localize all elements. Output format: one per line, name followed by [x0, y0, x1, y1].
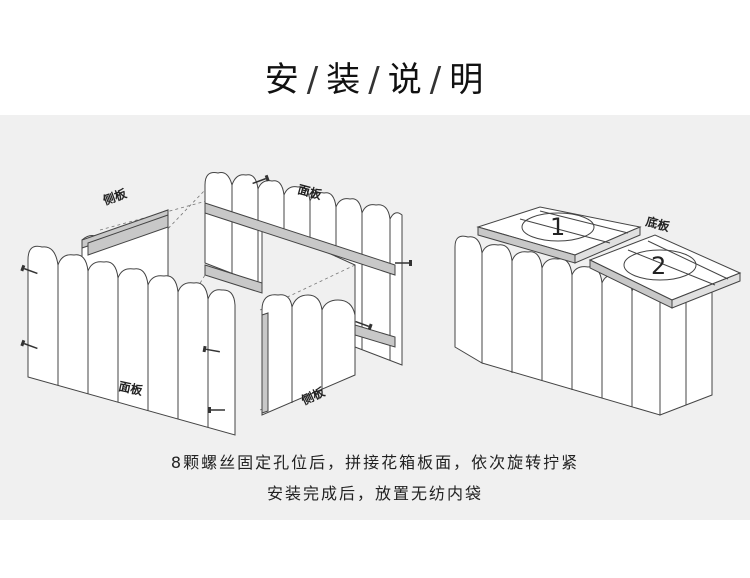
label-bottom: 底板: [644, 213, 672, 234]
assembled-planter: [454, 235, 713, 416]
title-separator: /: [306, 60, 321, 100]
instruction-line-1: 8颗螺丝固定孔位后，拼接花箱板面，依次旋转拧紧: [170, 453, 580, 472]
right-side-panel: [261, 294, 356, 416]
title-char-4: 明: [449, 60, 486, 100]
title-char-2: 装: [326, 60, 363, 100]
back-face-rails: [204, 202, 396, 348]
label-face-front: 面板: [117, 378, 145, 398]
title-char-1: 安: [264, 60, 301, 100]
front-face-panel: [27, 245, 236, 436]
label-face-back: 面板: [296, 181, 324, 202]
board-number-2: 2: [651, 252, 666, 280]
label-side-left: 侧板: [101, 185, 130, 208]
page-title: 安/装/说/明: [0, 52, 750, 101]
assembly-diagram: 侧板 面板 面板 侧板 底板 1 2: [19, 172, 742, 436]
bottom-boards: [476, 206, 742, 309]
instruction-line-2: 安装完成后，放置无纺内袋: [266, 484, 483, 503]
title-separator: /: [429, 60, 444, 100]
diagram-panel: 侧板 面板 面板 侧板 底板 1 2: [0, 115, 750, 520]
board-number-1: 1: [550, 213, 565, 241]
title-separator: /: [368, 60, 382, 100]
title-char-3: 说: [387, 60, 424, 100]
